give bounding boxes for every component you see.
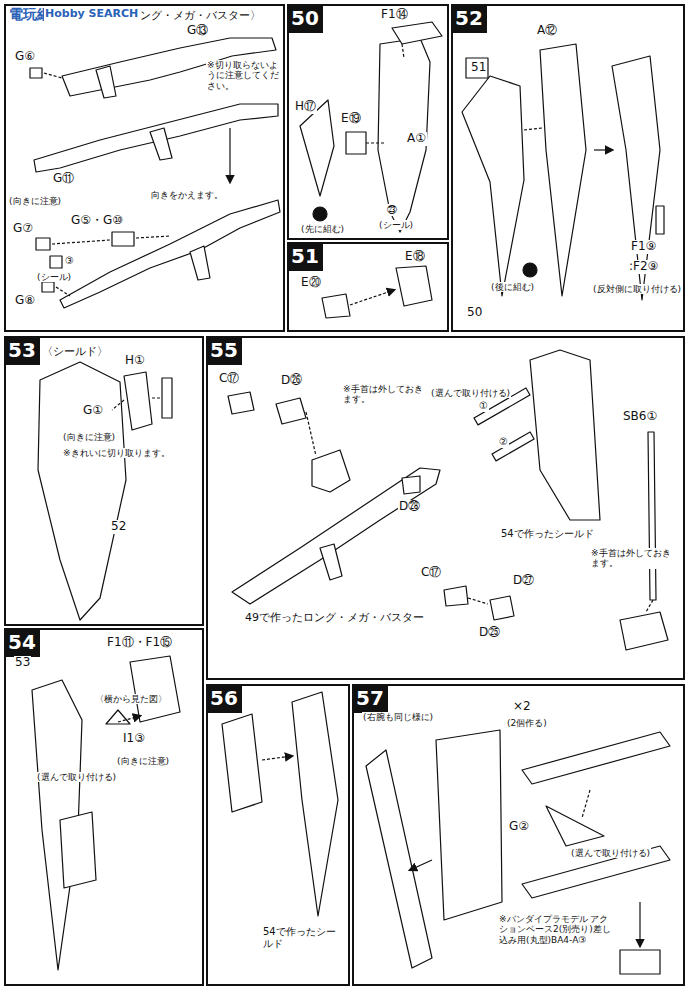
step-panel: 54 <box>4 628 204 986</box>
part-callout: ×2 <box>512 700 532 714</box>
note: (後に組む) <box>490 282 535 292</box>
part-callout: 53 <box>14 656 31 670</box>
note: 49で作ったロング・メガ・バスター <box>244 612 425 625</box>
note: ※手首は外しておきます。 <box>342 384 424 405</box>
part-callout: :F2⑨ <box>628 260 659 274</box>
part-callout: D㉕ <box>478 626 501 640</box>
part-callout: A① <box>406 132 427 146</box>
note: (向きに注意) <box>8 196 62 206</box>
part-callout: E⑲ <box>340 112 362 126</box>
part-callout: H① <box>124 354 146 368</box>
step-heading: 〈ロング・メガ・バスター〉 <box>118 8 261 23</box>
note: (選んで取り付ける) <box>570 848 651 858</box>
part-callout: F1⑨ <box>630 240 657 254</box>
part-callout: E⑳ <box>300 276 322 290</box>
note: (選んで取り付ける) <box>36 772 117 782</box>
note: 54で作ったシールド <box>262 926 338 949</box>
part-callout: G⑪ <box>52 172 75 186</box>
part-callout: C⑰ <box>420 566 442 580</box>
step-panel: 〈ロング・メガ・バスター〉 <box>4 4 285 332</box>
step-number: 53 <box>4 336 40 365</box>
part-callout: SB6① <box>622 410 658 424</box>
note: (シール) <box>378 220 414 230</box>
part-callout: G① <box>82 404 104 418</box>
note: (向きに注意) <box>62 432 116 442</box>
part-callout: E⑱ <box>404 250 426 264</box>
part-callout: I1③ <box>122 732 146 746</box>
note: 54で作ったシールド <box>500 528 595 540</box>
part-callout: 50 <box>466 306 483 320</box>
part-callout: G⑦ <box>12 222 34 236</box>
watermark: Hobby SEARCH <box>44 8 139 21</box>
part-callout: D㉘ <box>398 500 421 514</box>
part-callout: ③ <box>64 255 75 267</box>
step-panel: 52 <box>451 4 685 332</box>
part-callout: D㉖ <box>280 374 303 388</box>
part-callout: G⑬ <box>186 24 209 38</box>
part-callout: C⑰ <box>218 372 240 386</box>
part-callout: ㉓ <box>386 204 398 216</box>
step-number: 54 <box>4 628 40 657</box>
part-callout: A⑫ <box>536 24 558 38</box>
part-callout: F1⑭ <box>380 8 409 22</box>
note: ※きれいに切り取ります。 <box>62 448 171 458</box>
note: (右腕も同じ様に) <box>362 712 434 722</box>
part-callout: G⑤・G⑩ <box>70 214 124 228</box>
step-number: 56 <box>206 684 242 713</box>
note: 〈横から見た図〉 <box>94 694 168 704</box>
note: ※手首は外しておきます。 <box>590 548 672 569</box>
note: 向きをかえます。 <box>150 190 224 200</box>
part-callout: D㉗ <box>512 574 535 588</box>
note: (向きに注意) <box>116 756 170 766</box>
step-panel: 50 <box>287 4 449 240</box>
part-callout: ② <box>498 436 509 448</box>
step-panel: 53〈シールド〉 <box>4 336 204 626</box>
note: (2個作る) <box>506 718 548 728</box>
step-number: 57 <box>352 684 388 713</box>
step-number: 52 <box>451 4 487 33</box>
note: ※バンダイプラモデル アクションベース2(別売り)差し込み用(丸型)BA4-A③ <box>498 914 616 945</box>
note: ※切り取らないように注意してください。 <box>206 60 282 91</box>
note: (先に組む) <box>300 224 345 234</box>
note: (選んで取り付ける) <box>430 388 511 398</box>
part-callout: G⑥ <box>14 50 36 64</box>
part-callout: ① <box>478 400 489 412</box>
part-callout: 52 <box>110 520 127 534</box>
step-number: 55 <box>206 336 242 365</box>
step-number: 51 <box>287 242 323 271</box>
part-callout: F1⑪・F1⑮ <box>106 636 173 650</box>
part-callout: G② <box>508 820 530 834</box>
part-callout: H⑰ <box>294 100 317 114</box>
part-callout: 51 <box>470 61 487 75</box>
note: (シール) <box>36 272 72 282</box>
step-heading: 〈シールド〉 <box>42 344 108 359</box>
part-callout: G⑧ <box>14 294 36 308</box>
step-number: 50 <box>287 4 323 33</box>
note: (反対側に取り付ける) <box>592 284 682 294</box>
